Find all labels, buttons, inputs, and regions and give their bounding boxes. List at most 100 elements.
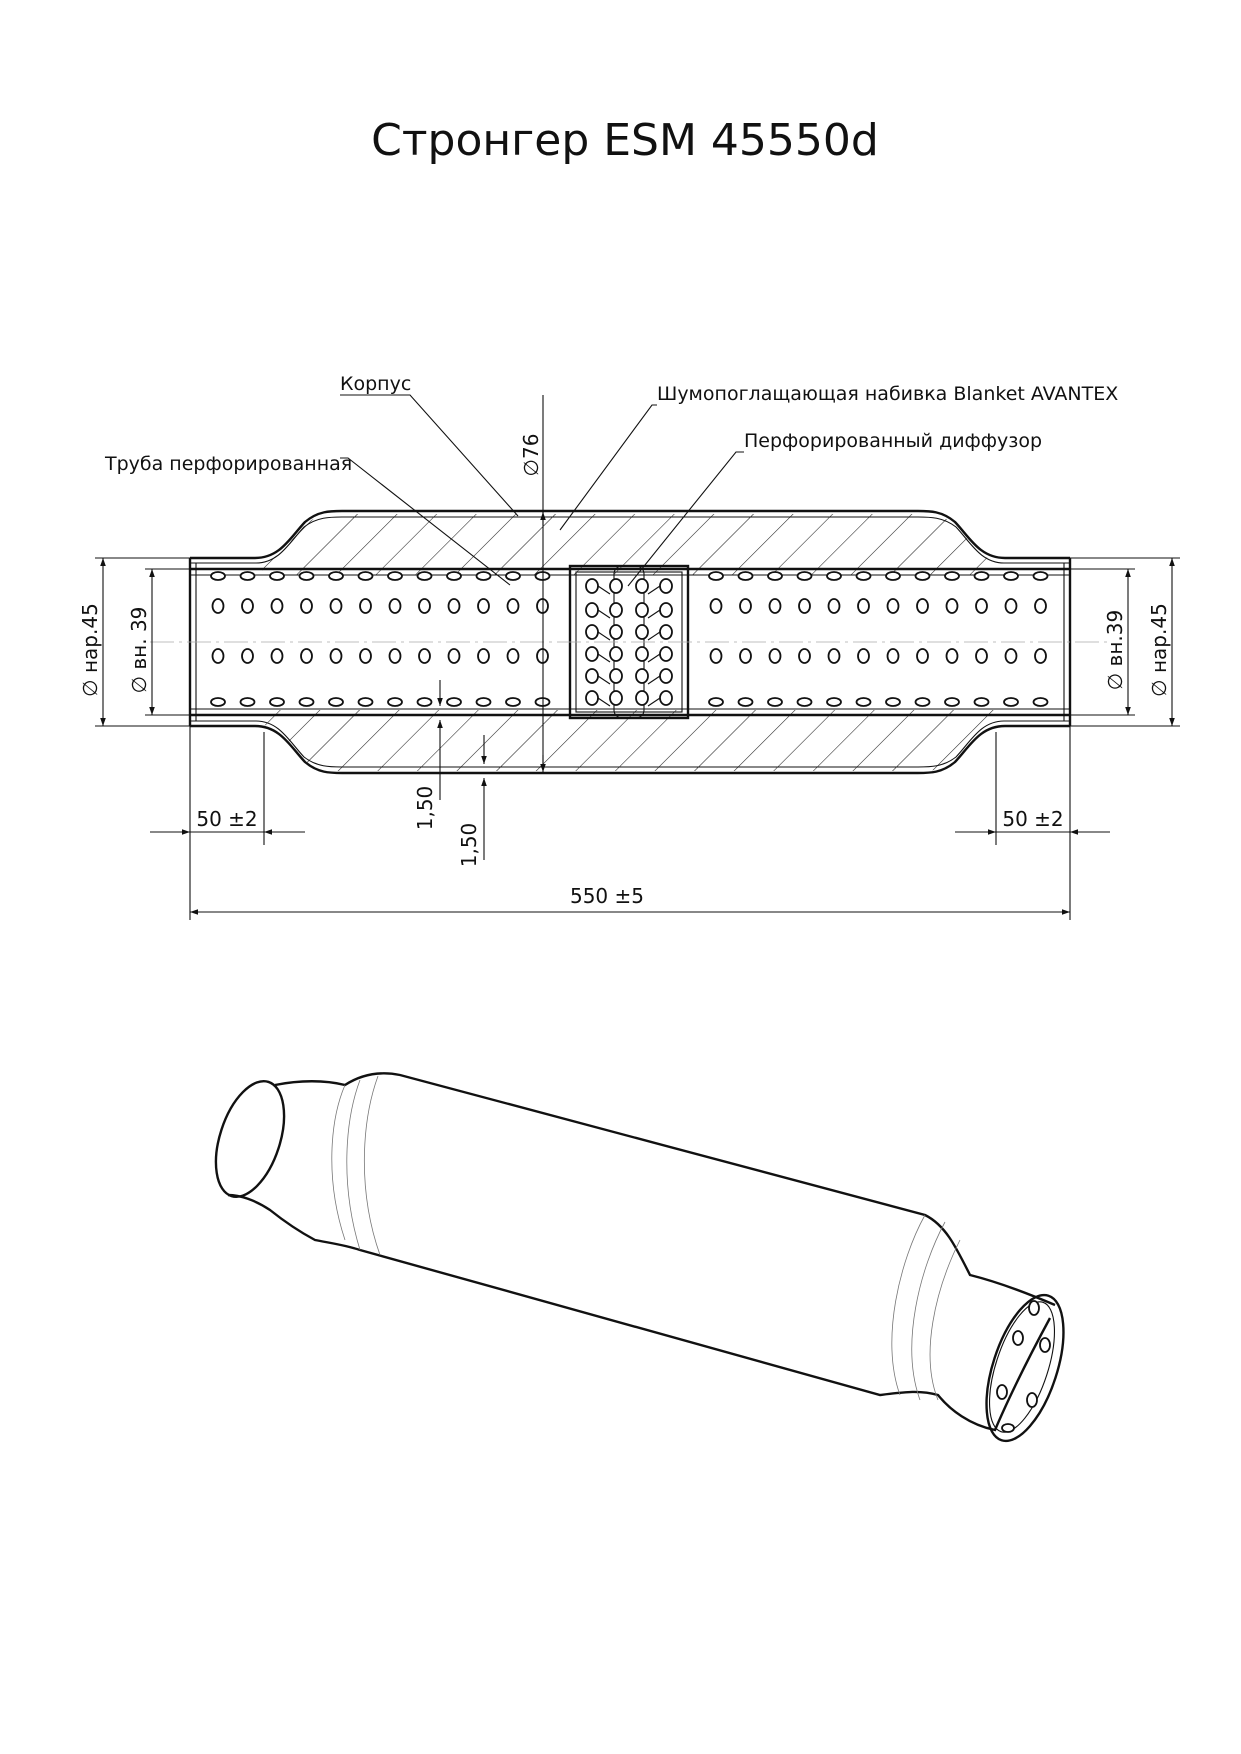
perforation-hole — [708, 697, 724, 707]
perforation-hole — [914, 571, 931, 581]
perforation-hole — [975, 648, 988, 664]
perforation-hole — [388, 598, 402, 614]
perforation-hole — [357, 571, 374, 581]
dim-end-right: 50 ±2 — [1002, 807, 1063, 831]
diffuser-hole — [609, 624, 623, 640]
iso-inlet-ellipse — [214, 1079, 286, 1199]
perforation-hole — [418, 648, 431, 664]
iso-outlet-ellipse-outer — [985, 1293, 1065, 1443]
perforation-hole — [359, 648, 372, 664]
perforation-hole — [241, 648, 254, 664]
diffuser-hole — [659, 668, 673, 684]
perforation-hole — [477, 648, 490, 664]
perforation-hole — [739, 648, 752, 664]
perforation-hole — [916, 598, 929, 614]
perforation-hole — [446, 697, 462, 707]
perforation-hole — [328, 571, 344, 581]
perforation-hole — [973, 697, 990, 707]
perforation-hole — [826, 571, 842, 581]
diffuser-hole — [609, 690, 623, 706]
diffuser-hole — [659, 602, 673, 618]
perforation-hole — [767, 697, 783, 707]
perforation-hole — [447, 648, 461, 664]
housing-outline-outer — [190, 509, 1070, 560]
iso-outlet-holes — [996, 1300, 1051, 1433]
diffuser-hole — [609, 578, 623, 594]
dim-wall-pipe: 1,50 — [413, 786, 437, 831]
dimensions: ∅76 ∅ нар.45 ∅ вн. 39 ∅ вн.39 ∅ нар.45 5… — [78, 395, 1180, 920]
diffuser-flow-line — [597, 653, 661, 663]
perforation-hole — [737, 697, 754, 707]
diffuser-flow-line — [597, 675, 661, 685]
perforation-hole — [387, 571, 403, 581]
perforation-hole — [241, 598, 254, 614]
perforation-hole — [446, 571, 462, 581]
perforation-hole — [1034, 648, 1047, 664]
perforation-hole — [505, 697, 521, 707]
diffuser-flow-line — [597, 631, 661, 641]
dim-outer-right: ∅ нар.45 — [1147, 603, 1171, 697]
perforation-hole — [239, 571, 256, 581]
perforation-hole — [796, 697, 813, 707]
housing-outline-outer-lower — [190, 724, 1070, 775]
callouts: Корпус Шумопоглащающая набивка Blanket A… — [104, 373, 1118, 587]
perforation-hole — [211, 598, 225, 614]
perforation-hole — [270, 598, 284, 614]
iso-outlet-ellipse-inner — [989, 1301, 1055, 1433]
perforation-hole — [447, 598, 461, 614]
dim-wall-housing: 1,50 — [457, 823, 481, 868]
perforation-hole — [388, 648, 402, 664]
perforation-hole — [416, 571, 433, 581]
packing-lower — [262, 710, 998, 771]
perforation-hole — [798, 648, 811, 664]
perforation-hole — [798, 598, 811, 614]
perforation-hole — [796, 571, 813, 581]
perforation-hole — [475, 697, 492, 707]
perforation-hole — [1004, 598, 1018, 614]
perforation-hole — [826, 697, 842, 707]
diffuser-hole — [635, 690, 649, 706]
perforation-hole — [1032, 697, 1049, 707]
perforation-hole — [1034, 598, 1047, 614]
diffuser-hole — [609, 668, 623, 684]
perforation-hole — [300, 648, 313, 664]
diffuser-flow-line — [597, 585, 661, 595]
callout-perforated-pipe: Труба перфорированная — [104, 453, 352, 475]
perforation-hole — [329, 648, 343, 664]
perforation-hole — [477, 598, 490, 614]
perforation-hole — [1003, 571, 1019, 581]
diffuser-hole — [585, 668, 599, 684]
diffuser-holes — [585, 578, 673, 707]
perforation-hole — [945, 648, 959, 664]
perforation-hole — [300, 598, 313, 614]
diffuser-hole — [609, 646, 623, 662]
perforation-hole — [387, 697, 403, 707]
perforation-hole — [270, 648, 284, 664]
dim-outer-left: ∅ нар.45 — [78, 603, 102, 697]
diffuser-hole — [635, 602, 649, 618]
perforation-hole — [885, 697, 901, 707]
perforation-hole — [298, 697, 315, 707]
diffuser-hole — [585, 690, 599, 706]
dim-end-left: 50 ±2 — [196, 807, 257, 831]
callout-housing: Корпус — [340, 373, 411, 395]
diffuser-hole — [659, 690, 673, 706]
perforation-hole — [739, 598, 752, 614]
perforation-hole — [210, 571, 226, 581]
diffuser-hole — [585, 624, 599, 640]
diffuser-hole — [659, 646, 673, 662]
diffuser-hole — [635, 646, 649, 662]
perforation-hole — [944, 697, 960, 707]
perforation-hole — [827, 598, 841, 614]
perforation-hole — [768, 648, 782, 664]
perforation-hole — [1032, 571, 1049, 581]
drawing-title: Стронгер ESM 45550d — [371, 115, 879, 166]
perforation-hole — [973, 571, 990, 581]
perforation-hole — [1003, 697, 1019, 707]
perforation-hole — [211, 648, 225, 664]
perforation-hole — [357, 697, 374, 707]
perforation-hole — [886, 648, 900, 664]
diffuser-hole — [635, 668, 649, 684]
perforation-hole — [418, 598, 431, 614]
